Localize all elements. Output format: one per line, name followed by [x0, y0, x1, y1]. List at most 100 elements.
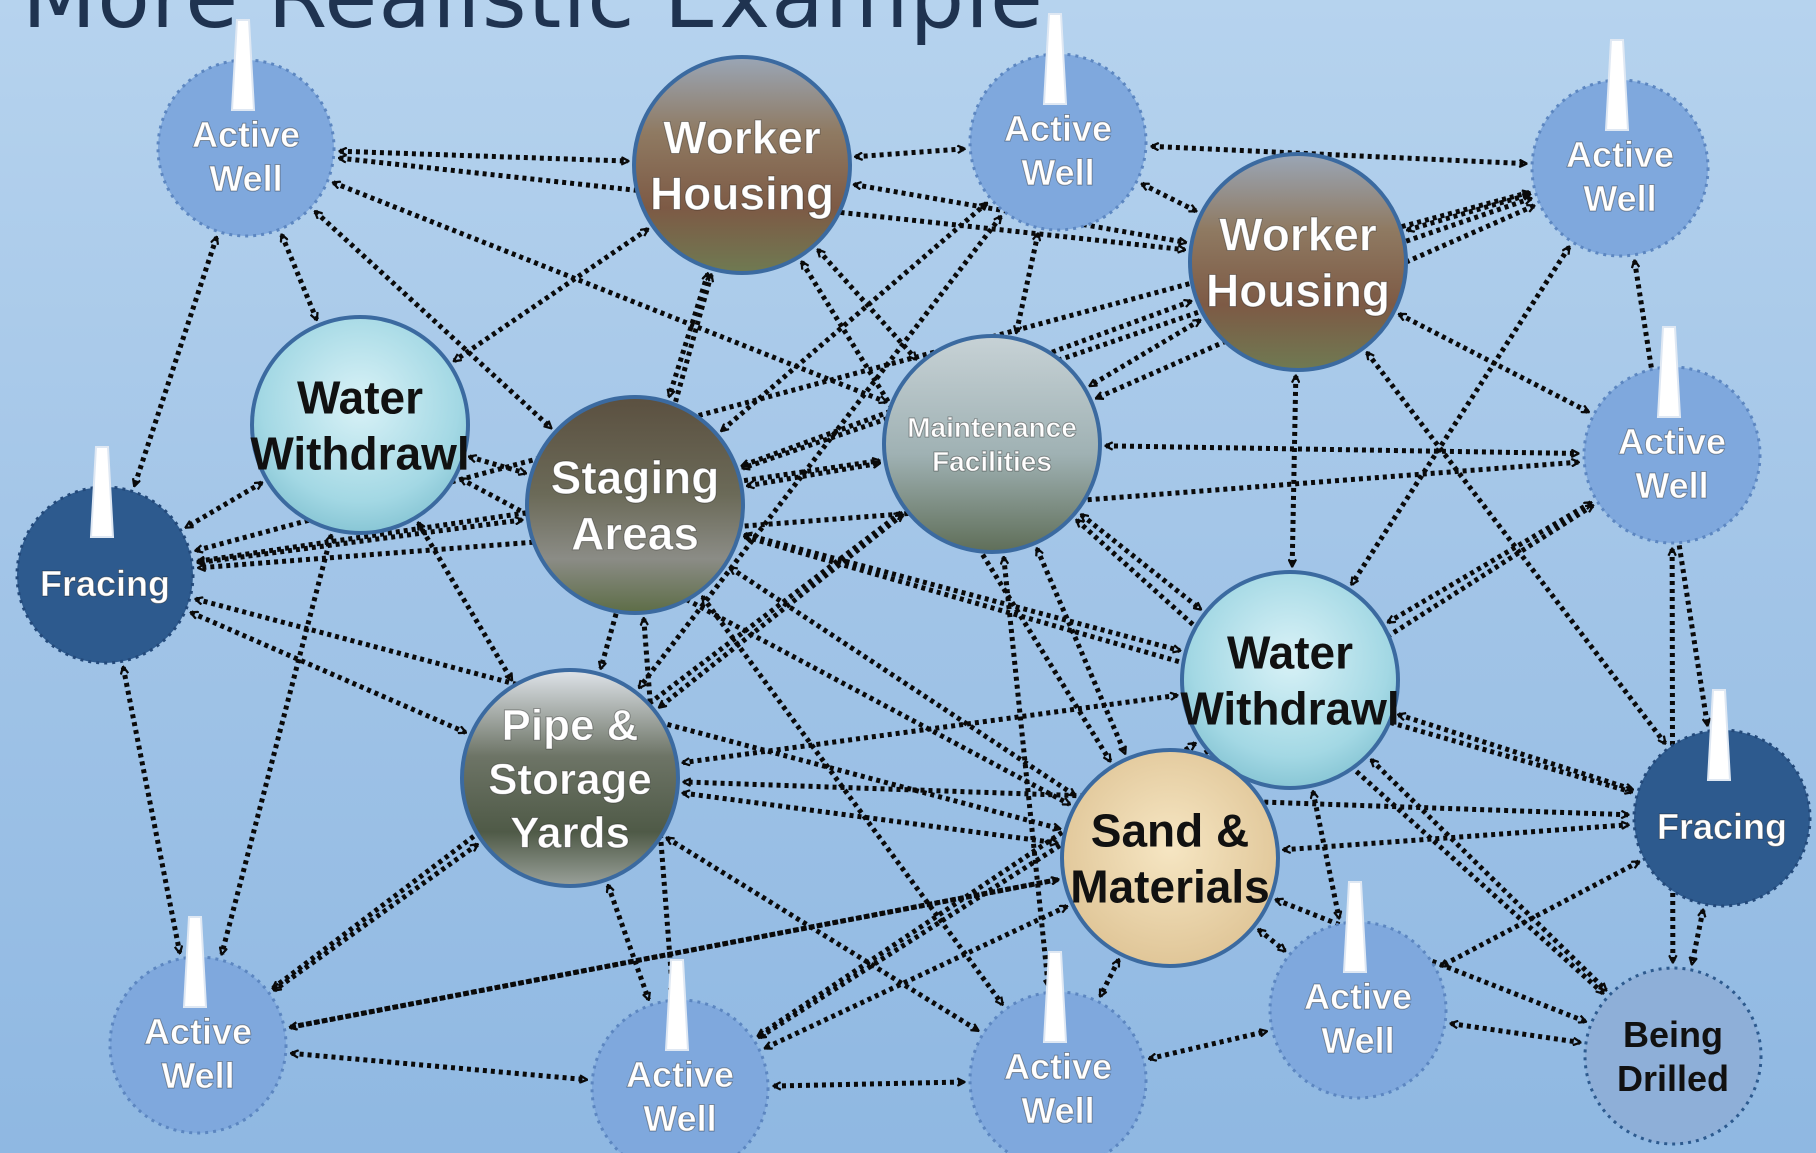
edge-arrow-well-3-staging	[743, 198, 1531, 468]
node-label-line: Being	[1623, 1014, 1723, 1055]
edge-arrow-sand-well-7	[1098, 960, 1121, 996]
node-label-line: Facilities	[932, 446, 1052, 477]
well-tower-icon	[1604, 39, 1630, 131]
node-sand: Sand &Materials	[1060, 748, 1280, 968]
node-label-line: Active	[1618, 421, 1726, 462]
node-circle-water-withdrawl	[250, 315, 470, 535]
node-circle-active-well	[156, 58, 336, 238]
edge-arrow-housing-2-water-2	[1292, 376, 1296, 566]
edge-arrow-well-2-housing-2	[1142, 181, 1196, 214]
node-circle-maintenance	[882, 334, 1102, 554]
edge-arrow-staging-sand	[730, 565, 1075, 798]
node-label-line: Withdrawl	[250, 428, 469, 480]
node-label-line: Withdrawl	[1180, 683, 1399, 735]
edge-arrow-housing-1-well-2	[856, 149, 965, 157]
edge-arrow-well-4-drilling	[1672, 549, 1673, 962]
node-circle-fracing	[15, 485, 195, 665]
node-label-line: Active	[1004, 108, 1112, 149]
node-label-line: Areas	[571, 508, 699, 560]
node-label-line: Fracing	[40, 563, 170, 604]
node-circle-active-well	[1268, 920, 1448, 1100]
edge-arrow-pipe-sand	[683, 793, 1057, 843]
node-label-line: Active	[1566, 134, 1674, 175]
node-label-line: Worker	[1219, 209, 1377, 261]
edge-arrow-pipe-well-6	[608, 885, 648, 999]
node-circle-water-withdrawl	[1180, 570, 1400, 790]
node-label-line: Housing	[1206, 265, 1390, 317]
edge-arrow-frac-1-pipe	[191, 610, 465, 735]
node-label-line: Yards	[510, 809, 630, 858]
node-label-line: Well	[1635, 465, 1708, 506]
node-label-line: Drilled	[1617, 1058, 1729, 1099]
node-label-line: Well	[643, 1098, 716, 1139]
well-tower-icon	[1342, 881, 1368, 973]
edge-arrow-well-1-housing-1	[340, 151, 628, 161]
node-circle-active-well	[590, 998, 770, 1153]
edge-arrow-housing-1-staging	[669, 274, 708, 397]
well-tower-icon	[1656, 326, 1682, 418]
edge-arrow-well-2-maint	[1016, 234, 1038, 333]
node-label-line: Maintenance	[907, 412, 1077, 443]
node-label-line: Well	[1583, 178, 1656, 219]
node-label-line: Water	[297, 372, 423, 424]
node-label-line: Worker	[663, 112, 821, 164]
node-label-line: Active	[1304, 976, 1412, 1017]
node-label-line: Well	[1021, 1090, 1094, 1131]
node-frac-2: Fracing	[1632, 689, 1812, 908]
edge-arrow-water-2-well-8	[1313, 792, 1339, 918]
edge-arrow-well-8-drilling	[1451, 1024, 1580, 1043]
edge-arrow-staging-maint	[747, 463, 879, 486]
edge-arrow-sand-frac-2	[1284, 825, 1629, 850]
node-frac-1: Fracing	[15, 446, 195, 665]
node-label-line: Well	[161, 1055, 234, 1096]
node-label: Fracing	[40, 563, 170, 604]
node-label-line: Active	[192, 114, 300, 155]
node-label-line: Well	[1021, 152, 1094, 193]
node-circle-sand-materials	[1060, 748, 1280, 968]
well-tower-icon	[230, 19, 256, 111]
node-circle-pipe-storage	[460, 668, 680, 888]
node-label-line: Active	[144, 1011, 252, 1052]
edge-arrow-frac-2-well-8	[1441, 859, 1639, 969]
edge-arrow-frac-1-well-5	[123, 667, 180, 953]
node-label-line: Active	[626, 1054, 734, 1095]
node-circle-active-well	[968, 990, 1148, 1153]
node-label-line: Active	[1004, 1046, 1112, 1087]
well-tower-icon	[1042, 13, 1068, 105]
node-label-line: Well	[1321, 1020, 1394, 1061]
node-circle-active-well	[1530, 78, 1710, 258]
edge-arrow-well-6-well-7	[774, 1082, 964, 1086]
edge-arrow-maint-well-7	[1004, 557, 1049, 986]
node-label-line: Storage	[488, 755, 652, 804]
node-circle-being-drilled	[1583, 966, 1763, 1146]
edge-arrow-pipe-well-7	[667, 835, 978, 1033]
well-tower-icon	[89, 446, 115, 538]
edge-arrow-housing-1-maint	[818, 250, 916, 359]
node-circle-worker-housing	[632, 55, 852, 275]
node-label-line: Sand &	[1091, 805, 1249, 857]
node-circle-active-well	[108, 955, 288, 1135]
edge-arrow-well-1-water-1	[279, 235, 319, 320]
edge-arrow-pipe-well-5	[274, 842, 477, 993]
edge-arrow-maint-sand	[1034, 549, 1128, 754]
node-label-line: Well	[209, 158, 282, 199]
